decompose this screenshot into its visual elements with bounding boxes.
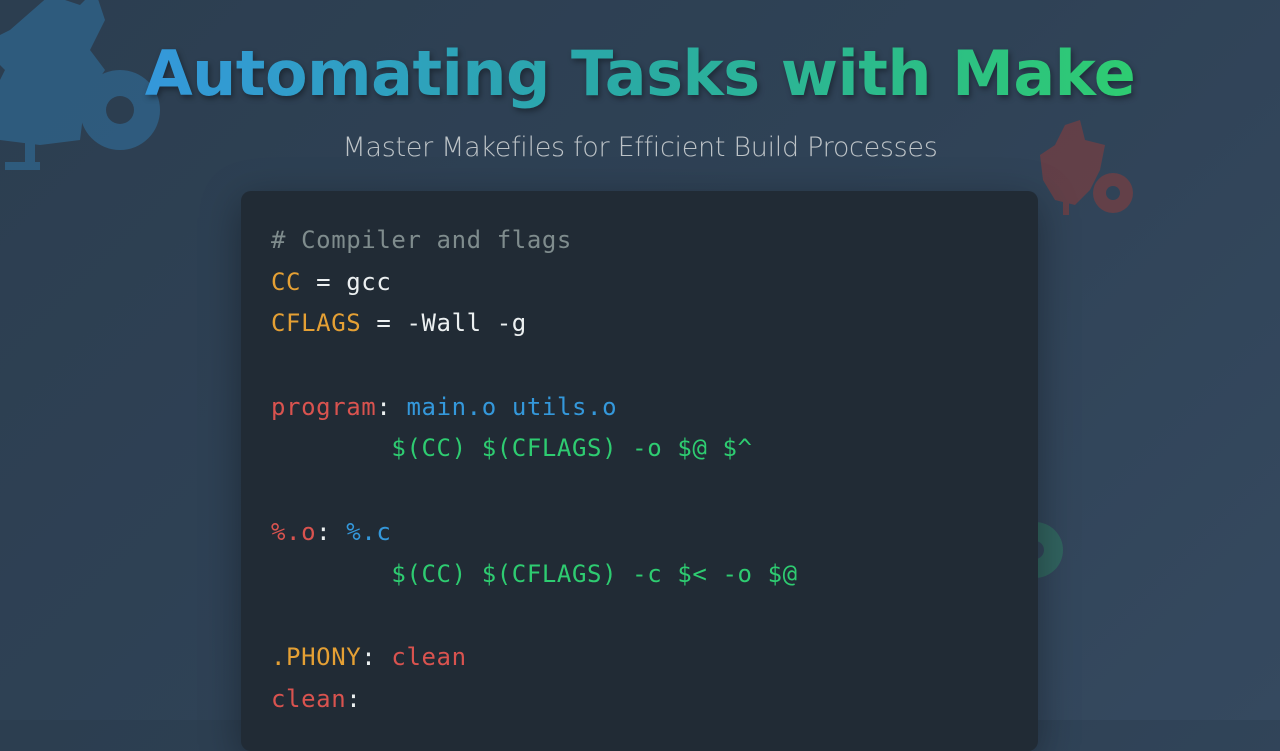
code-token-comment: # Compiler and flags (271, 226, 572, 254)
code-token-plain: : (316, 517, 347, 546)
code-token-plain: : (361, 642, 392, 671)
code-line: CFLAGS = -Wall -g (271, 303, 798, 345)
code-line: $(CC) $(CFLAGS) -c $< -o $@ (271, 554, 798, 596)
code-token-var: CFLAGS (271, 309, 362, 338)
code-token-plain: : (376, 392, 407, 421)
page-subtitle: Master Makefiles for Efficient Build Pro… (342, 132, 938, 163)
code-line: CC = gcc (271, 262, 798, 304)
code-line (271, 595, 798, 637)
code-token-plain: = -Wall -g (361, 309, 527, 338)
code-line: clean: (271, 679, 798, 721)
code-token-target: program (271, 392, 377, 421)
code-token-var: CC (271, 267, 302, 296)
code-line: $(CC) $(CFLAGS) -o $@ $^ (271, 428, 798, 470)
code-token-target: clean (271, 684, 347, 713)
code-line: # Compiler and flags (271, 220, 798, 262)
code-token-var: .PHONY (271, 642, 362, 671)
code-token-target: clean (391, 642, 467, 671)
code-line (271, 470, 798, 512)
code-token-cmd: $(CC) $(CFLAGS) -c $< -o $@ (271, 559, 798, 588)
code-line: program: main.o utils.o (271, 387, 798, 429)
code-line: %.o: %.c (271, 512, 798, 554)
code-line (271, 345, 798, 387)
code-token-cmd: $(CC) $(CFLAGS) -o $@ $^ (271, 434, 753, 463)
code-token-dep: %.c (346, 517, 392, 546)
code-token-plain: = gcc (301, 267, 392, 296)
code-token-plain: : (346, 684, 362, 713)
code-line: .PHONY: clean (271, 637, 798, 679)
code-token-target: %.o (271, 517, 317, 546)
code-token-dep: main.o utils.o (406, 392, 618, 421)
code-card (241, 191, 1038, 751)
page-title: Automating Tasks with Make (0, 32, 1280, 116)
page-title-text: Automating Tasks with Make (144, 37, 1136, 110)
